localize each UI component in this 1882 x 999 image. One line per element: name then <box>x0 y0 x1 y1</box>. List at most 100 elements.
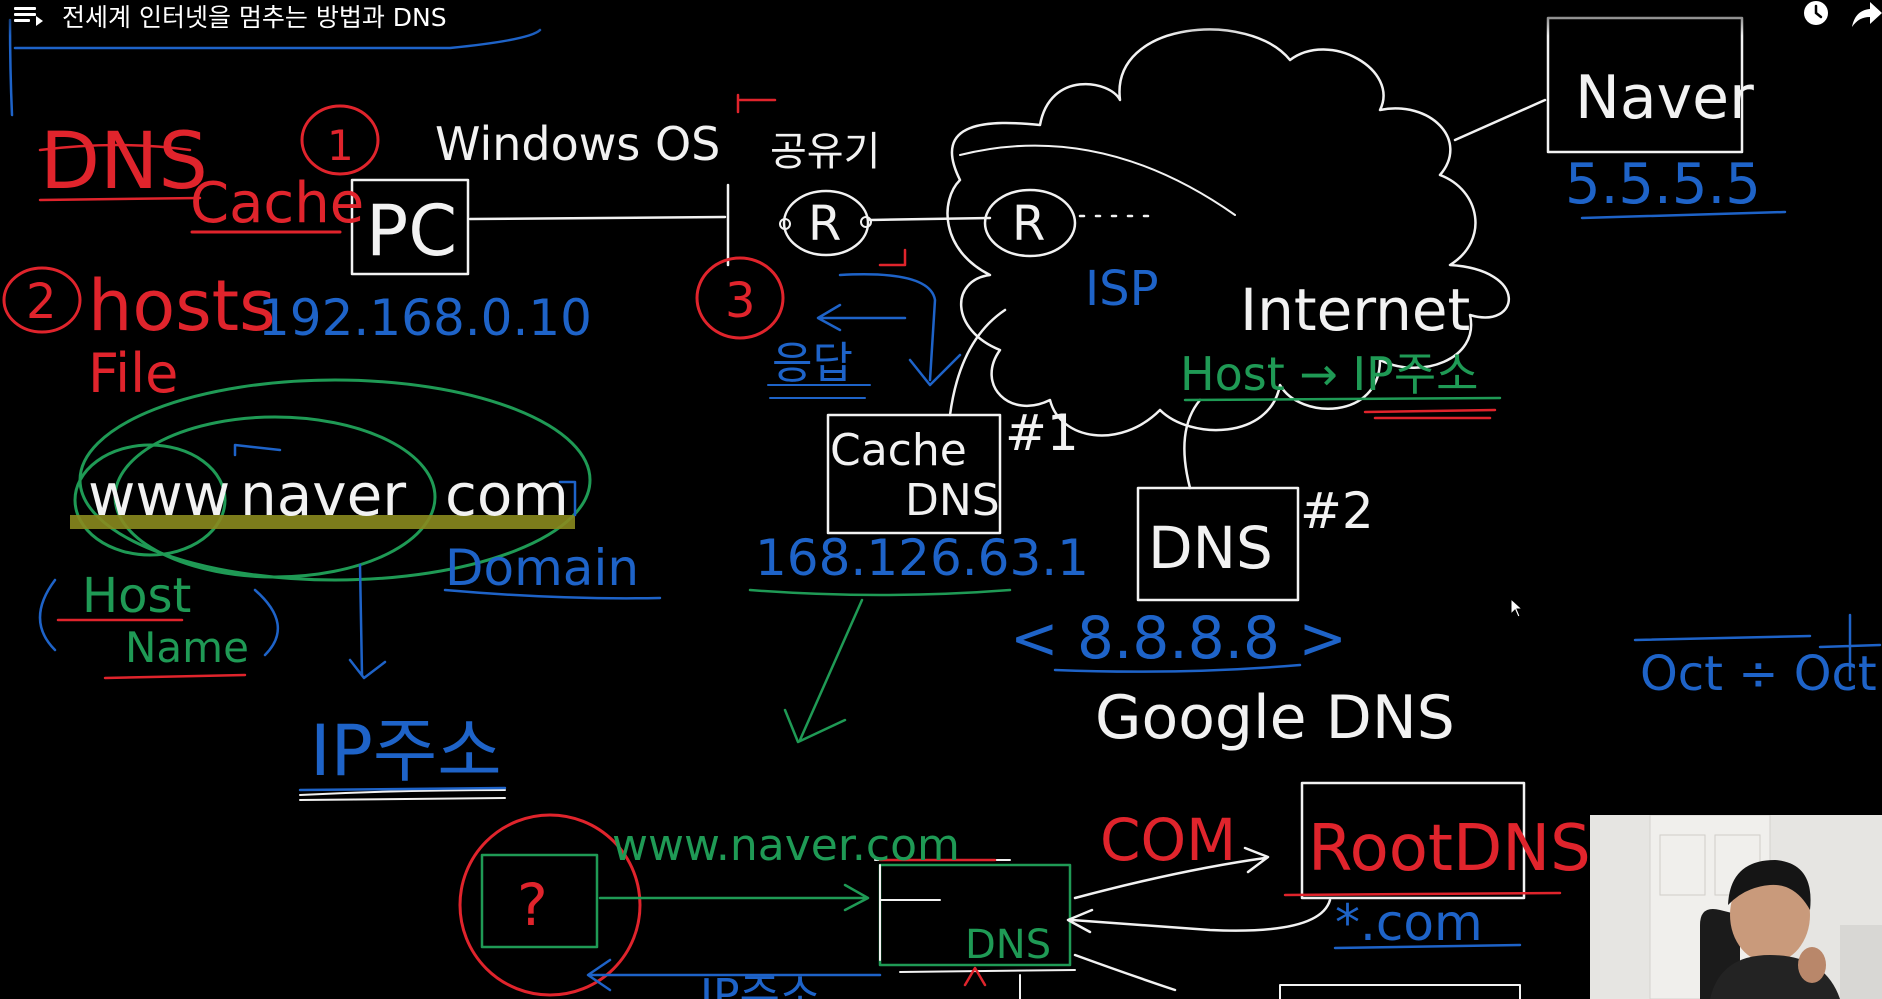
local-ip-label: 192.168.0.10 <box>258 289 592 347</box>
domain-bracket-end <box>558 480 577 517</box>
client-box <box>480 853 599 949</box>
naver-server-label: Naver <box>1575 63 1754 133</box>
domain-middle-oval <box>113 415 437 579</box>
client-red-circle <box>458 813 642 997</box>
domain-underline <box>443 588 662 600</box>
answer-arrow-back <box>586 958 882 992</box>
corner-note-label: Oct ÷ Oct <box>1640 646 1877 702</box>
watch-later-clock-icon[interactable] <box>1800 0 1832 28</box>
root-to-dns-arrow <box>1066 898 1332 934</box>
cache-dns-ip-underline <box>748 588 1012 597</box>
domain-bracket <box>233 443 282 457</box>
dns2-label: DNS <box>1148 514 1273 582</box>
video-title[interactable]: 전세계 인터넷을 멈추는 방법과 DNS <box>62 3 447 32</box>
query-arrow <box>598 883 870 912</box>
response-underline <box>767 384 871 399</box>
cloud-inner-arc <box>959 144 1236 216</box>
host-to-ip-label: Host → IP주소 <box>1180 347 1478 401</box>
dns-label: DNS <box>40 117 208 207</box>
cloud-to-cache-dns-line <box>948 308 1007 417</box>
host-name-left-paren <box>38 578 57 652</box>
cache-dns-label-2: DNS <box>905 475 1000 526</box>
router-label: 공유기 <box>770 129 880 175</box>
name-label: Name <box>125 623 249 672</box>
root-dns-label: RootDNS <box>1308 812 1591 886</box>
google-ip-label: < 8.8.8.8 > <box>1010 604 1347 672</box>
internet-label: Internet <box>1240 276 1470 344</box>
dns2-number: #2 <box>1300 482 1374 540</box>
hosts-label: hosts <box>88 265 276 347</box>
bottom-dns-label: DNS <box>965 922 1051 968</box>
presenter-webcam-feed <box>1590 815 1882 999</box>
bottom-dns-inner <box>879 864 941 961</box>
step2-circle <box>2 266 82 334</box>
step3-number: 3 <box>725 273 756 329</box>
green-arrow-down <box>783 598 864 744</box>
menu-playlist-icon[interactable] <box>14 4 44 30</box>
router-port-right <box>860 216 872 228</box>
cache-dns-label-1: Cache <box>830 425 967 476</box>
isp-cloud <box>946 28 1510 437</box>
client-question-mark: ? <box>517 871 548 939</box>
cloud-to-naver-line <box>1453 98 1547 142</box>
share-arrow-icon[interactable] <box>1852 0 1882 28</box>
dns2-box <box>1136 486 1300 602</box>
step2-number: 2 <box>26 274 57 330</box>
com-dns-box-partial <box>1279 984 1521 999</box>
isp-router-letter: R <box>1012 196 1045 252</box>
red-corner-mark-top <box>736 93 777 114</box>
olive-highlight-bar <box>70 515 575 529</box>
router-to-isp-line <box>868 216 992 222</box>
response-label: 응답 <box>772 338 853 389</box>
ip-underline-blue <box>298 786 507 792</box>
cache-label: Cache <box>190 171 364 236</box>
step1-number: 1 <box>327 121 354 170</box>
naver-ip-label: 5.5.5.5 <box>1565 152 1761 217</box>
com-label: com <box>445 461 569 529</box>
host-ip-underline-green <box>1183 396 1502 402</box>
root-dns-box <box>1300 781 1526 900</box>
star-com-underline <box>1333 943 1522 950</box>
cloud-to-dns2-line <box>1183 398 1202 490</box>
naver-ip-underline <box>1580 210 1787 220</box>
google-dns-label: Google DNS <box>1095 683 1455 753</box>
name-underline <box>103 673 247 680</box>
response-left-arrow <box>816 303 907 332</box>
red-corner-mark <box>878 248 907 267</box>
star-com-label: *.com <box>1335 894 1483 952</box>
host-name-right-paren <box>253 588 280 657</box>
windows-os-label: Windows OS <box>435 117 720 171</box>
home-router-circle <box>782 189 870 257</box>
mouse-pointer-icon <box>1510 597 1524 618</box>
naver-domain-label: naver <box>240 461 406 529</box>
step1-circle <box>300 104 380 176</box>
cache-dns-box <box>826 413 1002 535</box>
home-router-letter: R <box>808 196 841 252</box>
dns-strikes <box>38 143 202 202</box>
video-top-bar: 전세계 인터넷을 멈추는 방법과 DNS <box>0 0 1882 36</box>
dns-to-root-arrow <box>1073 846 1270 900</box>
corner-fraction-lines <box>1633 613 1882 682</box>
cache-dns-ip-label: 168.126.63.1 <box>755 529 1089 587</box>
google-ip-underline <box>1053 663 1302 673</box>
bottom-red-caret <box>963 966 987 987</box>
www-label: www <box>88 461 230 529</box>
com-red-label: COM <box>1100 806 1236 874</box>
host-oval <box>73 443 227 557</box>
host-ip-underline-red <box>1363 408 1497 420</box>
isp-router-circle <box>983 188 1077 258</box>
ip-address-label: IP주소 <box>310 710 502 792</box>
bottom-url-label: www.naver.com <box>612 820 960 871</box>
dns-to-com-line <box>1073 953 1177 992</box>
domain-label: Domain <box>445 539 639 597</box>
host-label: Host <box>82 568 191 624</box>
pc-box <box>350 178 470 276</box>
bottom-ip-partial-label: IP주소 <box>700 970 820 999</box>
ip-underline <box>299 789 506 801</box>
cache-dns-number: #1 <box>1005 404 1079 462</box>
step3-circle <box>695 256 785 340</box>
response-curve-arrow <box>838 273 962 387</box>
file-label: File <box>88 342 178 405</box>
arrow-down-to-ip <box>348 563 387 680</box>
